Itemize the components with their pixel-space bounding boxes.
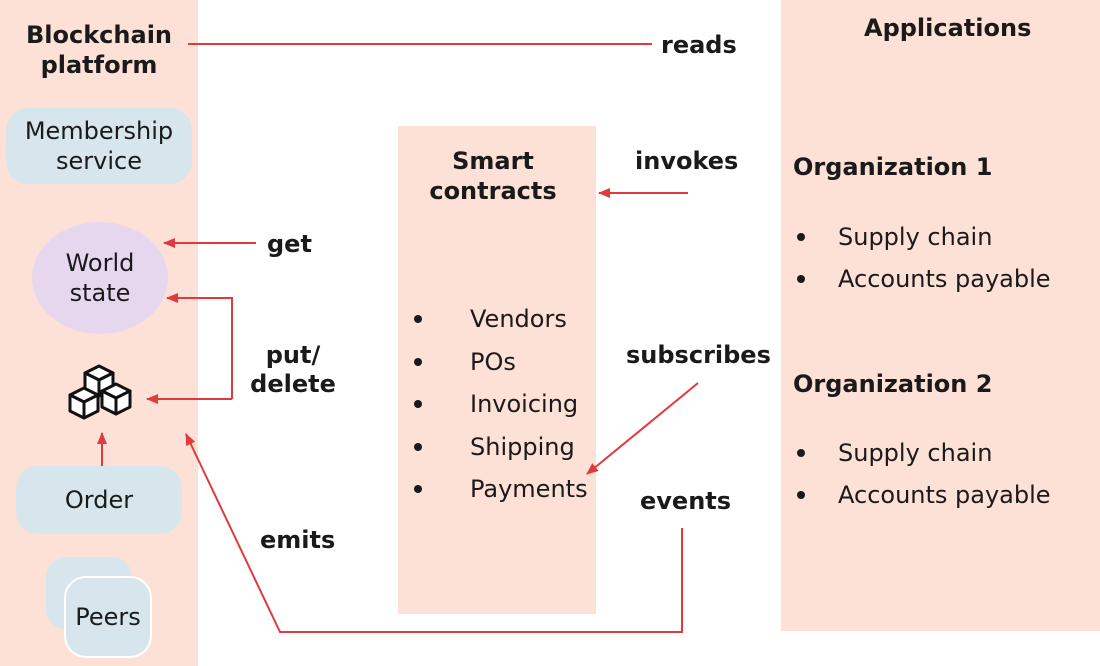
peers-box: Peers [64, 576, 152, 658]
cubes-icon [66, 364, 138, 428]
applications-panel [781, 0, 1100, 631]
subscribes-label: subscribes [626, 341, 771, 369]
emits-label: emits [260, 526, 336, 554]
organization-2-title: Organization 2 [793, 370, 993, 398]
contracts-list: Vendors POs Invoicing Shipping Payments [414, 304, 594, 517]
put-to-world-state-arrow [166, 293, 233, 399]
org2-item-supply-chain: Supply chain [793, 438, 1093, 480]
organization-1-list: Supply chain Accounts payable [793, 222, 1093, 306]
contract-item-vendors: Vendors [414, 304, 594, 347]
contracts-title: Smart contracts [429, 147, 557, 205]
contract-item-shipping: Shipping [414, 432, 594, 475]
reads-label: reads [661, 31, 737, 59]
membership-service: Membership service [6, 108, 192, 184]
contract-item-payments: Payments [414, 474, 594, 517]
put-delete-label: put/ delete [250, 341, 336, 398]
contract-item-invoicing: Invoicing [414, 389, 594, 432]
smart-contracts-panel [398, 126, 596, 614]
invokes-label: invokes [635, 147, 739, 175]
org1-item-supply-chain: Supply chain [793, 222, 1093, 264]
get-label: get [267, 230, 312, 258]
world-state: World state [32, 222, 168, 334]
org2-item-accounts-payable: Accounts payable [793, 480, 1093, 522]
platform-title: Blockchain platform [25, 21, 172, 79]
contract-item-pos: POs [414, 347, 594, 390]
organization-2-list: Supply chain Accounts payable [793, 438, 1093, 522]
organization-1-title: Organization 1 [793, 153, 993, 181]
subscribes-arrow [586, 382, 699, 475]
org1-item-accounts-payable: Accounts payable [793, 264, 1093, 306]
order-box: Order [16, 466, 182, 534]
emits-events-arrow [185, 433, 683, 633]
events-label: events [640, 487, 732, 515]
applications-title: Applications [864, 14, 1032, 42]
